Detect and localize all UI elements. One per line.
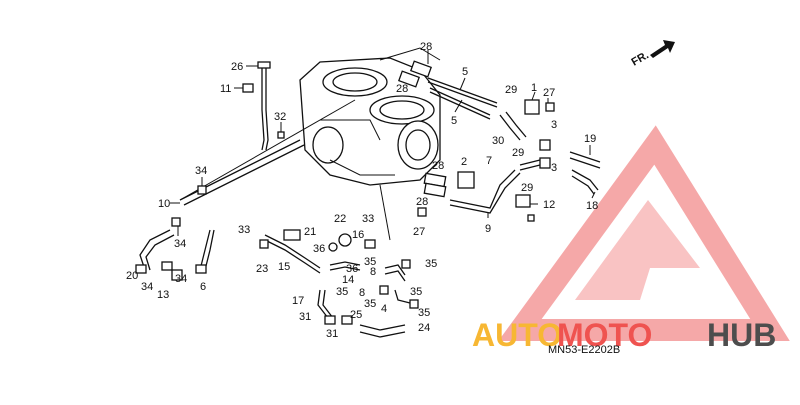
watermark-logo-icon bbox=[498, 125, 790, 341]
part-label: 9 bbox=[485, 223, 491, 235]
hose-26 bbox=[257, 61, 271, 151]
watermark-brand: AUTO MOTO HUB bbox=[472, 317, 776, 353]
part-label: 34 bbox=[141, 281, 153, 293]
part-label: 17 bbox=[292, 295, 304, 307]
diagram-code: MN53-E2202B bbox=[548, 344, 620, 356]
part-label: 16 bbox=[352, 229, 364, 241]
part-label: 28 bbox=[432, 160, 444, 172]
part-label: 22 bbox=[334, 213, 346, 225]
tube-5 bbox=[397, 60, 498, 120]
part-label: 18 bbox=[586, 200, 598, 212]
part-label: 4 bbox=[381, 303, 387, 315]
part-label: 8 bbox=[359, 287, 365, 299]
part-label: 31 bbox=[299, 311, 311, 323]
part-label: 1 bbox=[531, 82, 537, 94]
part-label: 28 bbox=[396, 83, 408, 95]
part-label: 36 bbox=[346, 263, 358, 275]
part-label: 3 bbox=[551, 162, 557, 174]
part-label: 32 bbox=[274, 111, 286, 123]
brand-text-hub: HUB bbox=[707, 317, 776, 353]
part-label: 34 bbox=[175, 273, 187, 285]
part-label: 2 bbox=[461, 156, 467, 168]
part-label: 26 bbox=[231, 61, 243, 73]
direction-label: FR. bbox=[630, 49, 651, 68]
hose-assembly-left bbox=[135, 229, 215, 281]
part-label: 29 bbox=[521, 182, 533, 194]
part-label: 8 bbox=[370, 266, 376, 278]
part-label: 35 bbox=[336, 286, 348, 298]
part-label: 35 bbox=[364, 256, 376, 268]
part-label: 20 bbox=[126, 270, 138, 282]
part-label: 35 bbox=[425, 258, 437, 270]
part-label: 34 bbox=[174, 238, 186, 250]
part-label: 15 bbox=[278, 261, 290, 273]
part-label: 10 bbox=[158, 198, 170, 210]
part-label: 23 bbox=[256, 263, 268, 275]
part-label: 33 bbox=[238, 224, 250, 236]
part-label: 7 bbox=[486, 155, 492, 167]
part-label: 29 bbox=[505, 84, 517, 96]
part-label: 34 bbox=[195, 165, 207, 177]
brand-text-auto: AUTO bbox=[472, 317, 562, 353]
part-label: 12 bbox=[543, 199, 555, 211]
part-label: 36 bbox=[313, 243, 325, 255]
part-label: 25 bbox=[350, 309, 362, 321]
part-label: 29 bbox=[512, 147, 524, 159]
part-label: 31 bbox=[326, 328, 338, 340]
part-label: 27 bbox=[543, 87, 555, 99]
part-labels: 26 11 32 34 10 34 20 34 13 34 6 33 23 21… bbox=[126, 41, 598, 340]
part-label: 24 bbox=[418, 322, 430, 334]
part-label: 28 bbox=[416, 196, 428, 208]
part-label: 30 bbox=[492, 135, 504, 147]
tube-10 bbox=[171, 139, 305, 227]
part-label: 11 bbox=[220, 83, 231, 95]
part-label: 6 bbox=[200, 281, 206, 293]
part-label: 35 bbox=[410, 286, 422, 298]
hose-assembly-right bbox=[499, 99, 555, 171]
part-label: 33 bbox=[362, 213, 374, 225]
part-label: 19 bbox=[584, 133, 596, 145]
leader-lines bbox=[170, 50, 596, 236]
part-label: 13 bbox=[157, 289, 169, 301]
clip-32 bbox=[277, 131, 285, 139]
part-label: 14 bbox=[342, 274, 354, 286]
part-label: 27 bbox=[413, 226, 425, 238]
tube-9 bbox=[417, 169, 535, 222]
part-label: 5 bbox=[462, 66, 468, 78]
hose-assembly-center bbox=[259, 229, 406, 338]
part-label: 21 bbox=[304, 226, 316, 238]
carburetor-body bbox=[299, 47, 441, 186]
direction-arrow-icon: FR. bbox=[630, 40, 675, 69]
part-label: 35 bbox=[418, 307, 430, 319]
part-label: 28 bbox=[420, 41, 432, 53]
hose-assembly-right-center bbox=[379, 259, 419, 309]
brand-text-moto: MOTO bbox=[557, 317, 652, 353]
part-label: 35 bbox=[364, 298, 376, 310]
part-label: 3 bbox=[551, 119, 557, 131]
clip-11 bbox=[242, 83, 254, 93]
hose-19 bbox=[569, 151, 601, 195]
part-label: 5 bbox=[451, 115, 457, 127]
